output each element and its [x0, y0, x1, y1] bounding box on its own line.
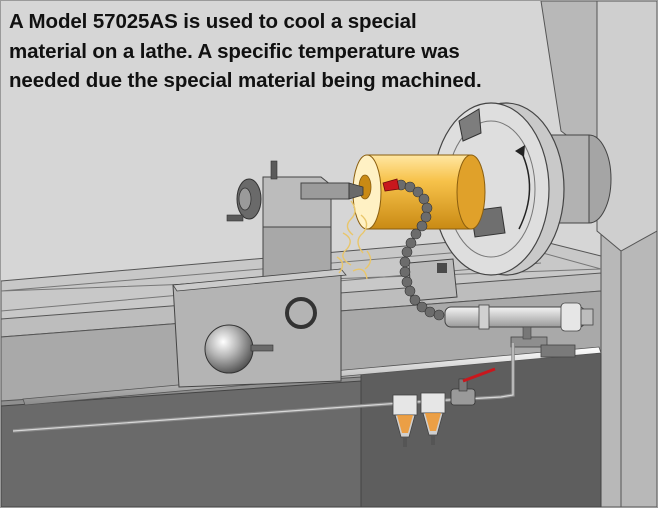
nozzle-tip [382, 178, 400, 192]
caption-text: A Model 57025AS is used to cool a specia… [9, 10, 482, 92]
tool-post [408, 258, 458, 302]
filter-separator [392, 394, 418, 447]
dial-ring [285, 297, 317, 329]
coolant-hose [395, 179, 445, 321]
chuck-jaw-top [458, 108, 482, 142]
cold-air-gun [444, 302, 594, 358]
cabinet [360, 352, 602, 507]
tailstock-quill [300, 182, 350, 200]
metal-chips [336, 200, 372, 280]
filter-regulator [420, 392, 446, 445]
shutoff-valve [450, 367, 496, 406]
rotation-arrow [518, 150, 531, 230]
carriage-handwheel-ball [204, 324, 254, 374]
